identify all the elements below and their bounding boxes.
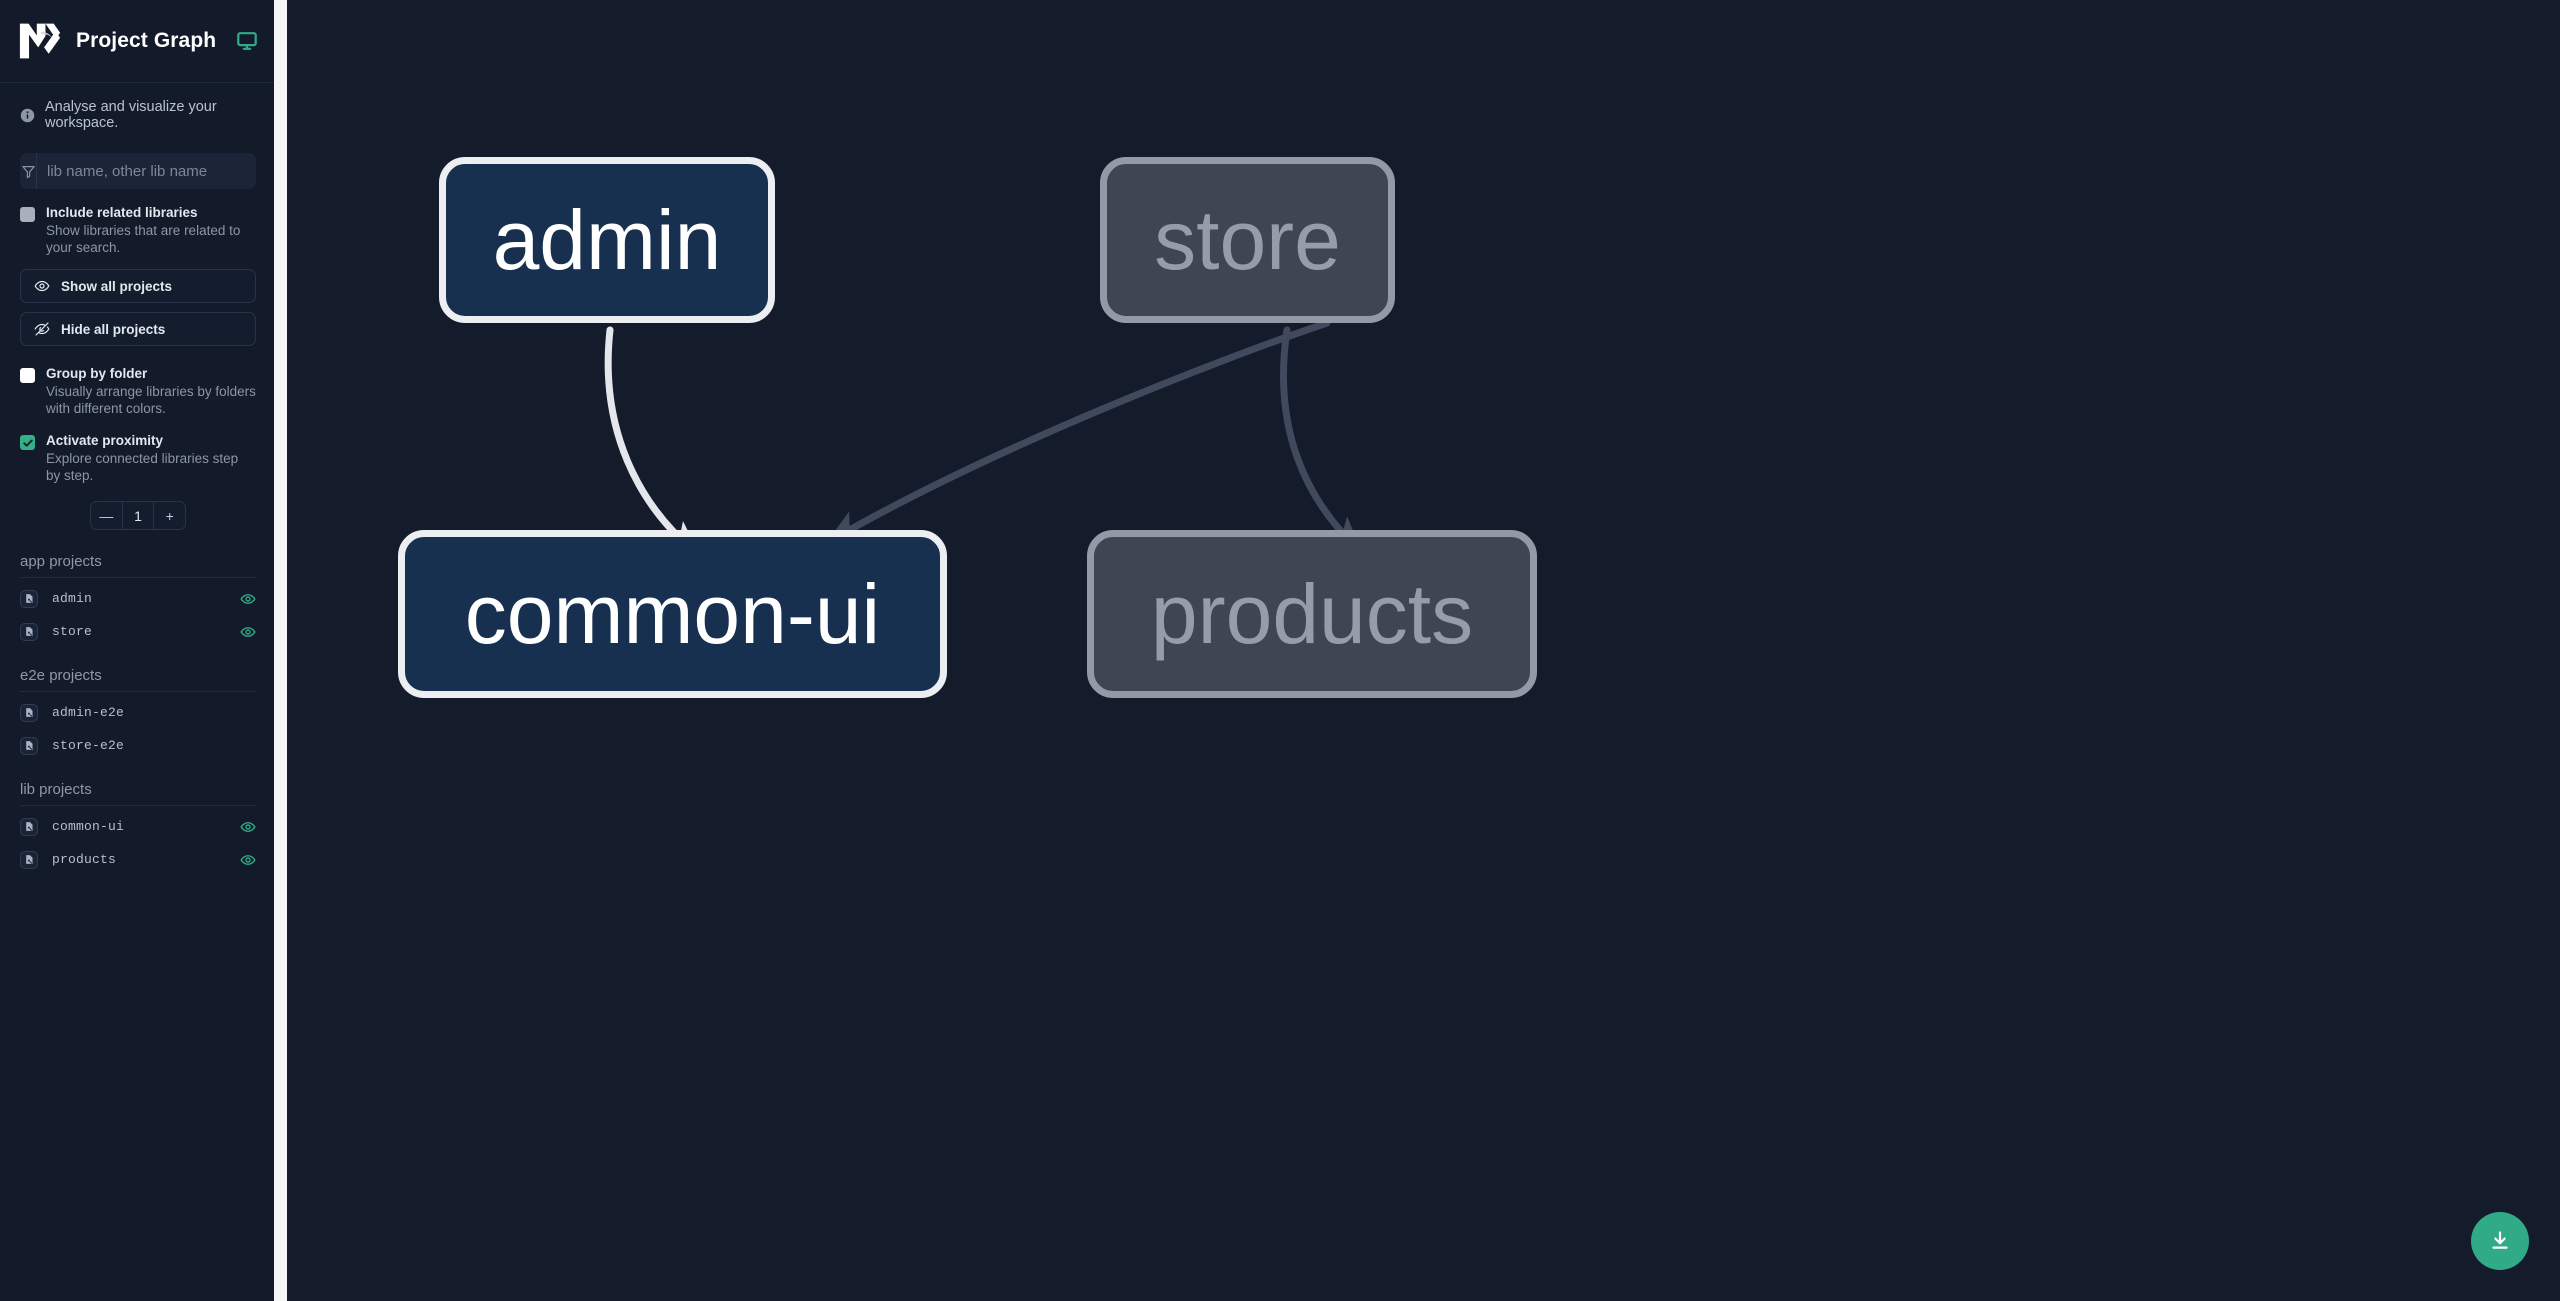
graph-node-common-ui[interactable]: common-ui <box>398 530 947 698</box>
project-file-icon <box>20 850 38 869</box>
option-activate-proximity[interactable]: Activate proximity Explore connected lib… <box>20 427 256 488</box>
filter-funnel-icon <box>20 153 37 189</box>
option-description: Show libraries that are related to your … <box>46 223 241 255</box>
checkbox-activate-proximity[interactable] <box>20 435 35 450</box>
sidebar-resize-handle[interactable] <box>274 0 287 1301</box>
check-icon <box>22 437 34 449</box>
edge-admin-to-common-ui <box>604 326 701 557</box>
download-icon <box>2488 1229 2512 1253</box>
proximity-increment-button[interactable]: + <box>153 502 185 529</box>
hide-all-projects-button[interactable]: Hide all projects <box>20 312 256 346</box>
section-heading-e2e-projects: e2e projects <box>20 667 256 692</box>
graph-node-products[interactable]: products <box>1087 530 1537 698</box>
option-group-by-folder[interactable]: Group by folder Visually arrange librari… <box>20 360 256 421</box>
nx-logo-icon <box>18 20 62 62</box>
project-name: products <box>52 852 117 867</box>
project-row-products[interactable]: products <box>20 847 256 872</box>
sidebar-subtitle-text: Analyse and visualize your workspace. <box>45 99 217 131</box>
edge-store-to-common-ui <box>825 319 1331 544</box>
graph-node-admin[interactable]: admin <box>439 157 775 323</box>
project-row-admin-e2e[interactable]: admin-e2e <box>20 700 256 725</box>
graph-node-label: products <box>1150 567 1474 661</box>
page-title: Project Graph <box>76 29 217 52</box>
project-file-icon <box>20 622 38 641</box>
graph-node-label: admin <box>492 193 722 287</box>
project-row-store[interactable]: store <box>20 619 256 644</box>
project-row-admin[interactable]: admin <box>20 586 256 611</box>
edge-store-to-products <box>1280 326 1363 554</box>
option-label: Group by folder <box>46 366 148 381</box>
proximity-stepper[interactable]: — 1 + <box>90 501 186 530</box>
project-name: common-ui <box>52 819 125 834</box>
section-heading-lib-projects: lib projects <box>20 781 256 806</box>
project-row-store-e2e[interactable]: store-e2e <box>20 733 256 758</box>
option-description: Explore connected libraries step by step… <box>46 451 239 483</box>
search-bar[interactable] <box>20 153 256 189</box>
monitor-icon[interactable] <box>230 30 258 52</box>
graph-node-store[interactable]: store <box>1100 157 1395 323</box>
project-row-common-ui[interactable]: common-ui <box>20 814 256 839</box>
sidebar-body: Include related libraries Show libraries… <box>0 145 274 872</box>
proximity-decrement-button[interactable]: — <box>91 502 122 529</box>
graph-node-label: store <box>1154 193 1341 287</box>
eye-icon <box>34 278 50 294</box>
project-file-icon <box>20 703 38 722</box>
show-all-projects-label: Show all projects <box>61 278 173 294</box>
project-visibility-eye-icon[interactable] <box>240 591 256 607</box>
checkbox-group-by-folder[interactable] <box>20 368 35 383</box>
project-visibility-eye-icon[interactable] <box>240 852 256 868</box>
proximity-value: 1 <box>121 502 154 529</box>
search-input[interactable] <box>37 153 256 189</box>
option-label: Activate proximity <box>46 433 164 448</box>
option-label: Include related libraries <box>46 205 198 220</box>
section-heading-app-projects: app projects <box>20 553 256 578</box>
sidebar-subtitle: Analyse and visualize your workspace. <box>0 83 274 145</box>
download-image-button[interactable] <box>2471 1212 2529 1270</box>
project-name: store <box>52 624 93 639</box>
project-file-icon <box>20 817 38 836</box>
project-visibility-eye-icon[interactable] <box>240 624 256 640</box>
project-name: store-e2e <box>52 738 125 753</box>
eye-off-icon <box>34 321 50 337</box>
sidebar: Project Graph Analyse and visualize your… <box>0 0 274 1301</box>
show-all-projects-button[interactable]: Show all projects <box>20 269 256 303</box>
graph-canvas[interactable]: admin store common-ui products <box>287 0 2560 1301</box>
project-visibility-eye-icon[interactable] <box>240 819 256 835</box>
hide-all-projects-label: Hide all projects <box>61 321 166 337</box>
project-file-icon <box>20 736 38 755</box>
option-description: Visually arrange libraries by folders wi… <box>46 384 256 416</box>
sidebar-header: Project Graph <box>0 0 274 83</box>
option-include-related-libraries[interactable]: Include related libraries Show libraries… <box>20 199 256 260</box>
project-file-icon <box>20 589 38 608</box>
project-name: admin <box>52 591 93 606</box>
info-icon <box>20 108 35 123</box>
project-name: admin-e2e <box>52 705 125 720</box>
checkbox-include-related-libraries[interactable] <box>20 207 35 222</box>
graph-node-label: common-ui <box>464 567 881 661</box>
